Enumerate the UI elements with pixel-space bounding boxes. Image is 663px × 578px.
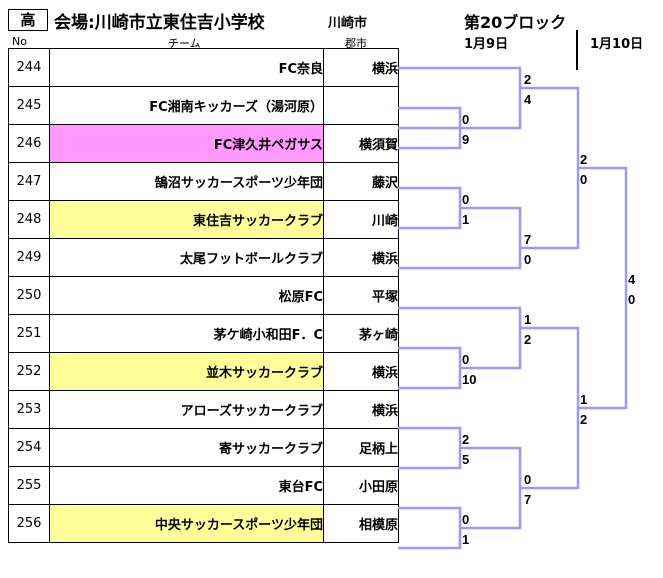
team-city: 相模原 (323, 504, 399, 543)
bracket-connector (398, 186, 462, 230)
team-number: 252 (8, 352, 50, 391)
team-city: 横浜 (323, 352, 399, 391)
team-name: FC湘南キッカーズ（湯河原） (49, 86, 324, 125)
team-city: 横須賀 (323, 124, 399, 163)
match-score: 9 (462, 132, 469, 147)
match-score: 0 (462, 112, 469, 127)
team-name: 鵠沼サッカースポーツ少年団 (49, 162, 324, 201)
match-score: 4 (524, 92, 532, 107)
match-score: 0 (524, 252, 531, 267)
team-number: 256 (8, 504, 50, 543)
column-header-no: No (12, 35, 27, 48)
team-name: 並木サッカークラブ (49, 352, 324, 391)
bracket-connector (398, 206, 522, 270)
grade-badge: 高 (8, 9, 48, 31)
match-score: 0 (628, 292, 635, 307)
team-name: アローズサッカークラブ (49, 390, 324, 429)
bracket-connector (398, 506, 462, 550)
team-number: 255 (8, 466, 50, 505)
match-score: 0 (524, 472, 531, 487)
bracket-connector (520, 326, 580, 490)
team-city: 茅ヶ崎 (323, 314, 399, 353)
bracket-connector (398, 346, 462, 390)
match-score: 10 (462, 372, 476, 387)
bracket-connector (398, 426, 462, 470)
team-name: 東住吉サッカークラブ (49, 200, 324, 239)
team-city: 小田原 (323, 466, 399, 505)
match-score: 2 (524, 332, 531, 347)
match-score: 1 (580, 392, 587, 407)
match-score: 5 (462, 452, 469, 467)
team-number: 248 (8, 200, 50, 239)
team-name: 寄サッカークラブ (49, 428, 324, 467)
match-score: 1 (462, 532, 469, 547)
team-name: FC奈良 (49, 48, 324, 87)
match-score: 1 (524, 312, 531, 327)
bracket-connector (578, 166, 628, 410)
match-score: 7 (524, 232, 531, 247)
day1-label: 1月9日 (464, 37, 509, 52)
team-name: 太尾フットボールクラブ (49, 238, 324, 277)
match-score: 2 (524, 72, 531, 87)
team-city: 横浜 (323, 48, 399, 87)
day2-label: 1月10日 (590, 37, 644, 52)
team-number: 250 (8, 276, 50, 315)
team-name: 茅ケ崎小和田F．C (49, 314, 324, 353)
bracket-connector (398, 306, 522, 370)
match-score: 7 (524, 492, 531, 507)
team-city: 藤沢 (323, 162, 399, 201)
match-score: 1 (462, 212, 469, 227)
team-name: 松原FC (49, 276, 324, 315)
team-city: 川崎 (323, 200, 399, 239)
bracket-connector (520, 86, 580, 250)
column-header-team: チーム (168, 37, 201, 50)
day-divider (576, 30, 578, 70)
team-name: FC津久井ペガサス (49, 124, 324, 163)
block-title: 第20ブロック (464, 13, 567, 32)
team-city: 横浜 (323, 238, 399, 277)
venue-city: 川崎市 (328, 16, 368, 31)
match-score: 0 (462, 192, 469, 207)
match-score: 2 (580, 152, 587, 167)
team-name: 中央サッカースポーツ少年団 (49, 504, 324, 543)
team-number: 246 (8, 124, 50, 163)
venue-title: 会場:川崎市立東住吉小学校 (54, 13, 265, 33)
match-score: 0 (462, 352, 469, 367)
bracket-connector (398, 106, 462, 150)
column-header-city: 郡市 (345, 37, 367, 50)
match-score: 0 (580, 172, 587, 187)
match-score: 4 (628, 272, 636, 287)
match-score: 2 (580, 412, 587, 427)
match-score: 0 (462, 512, 469, 527)
match-score: 2 (462, 432, 469, 447)
team-name: 東台FC (49, 466, 324, 505)
team-number: 245 (8, 86, 50, 125)
